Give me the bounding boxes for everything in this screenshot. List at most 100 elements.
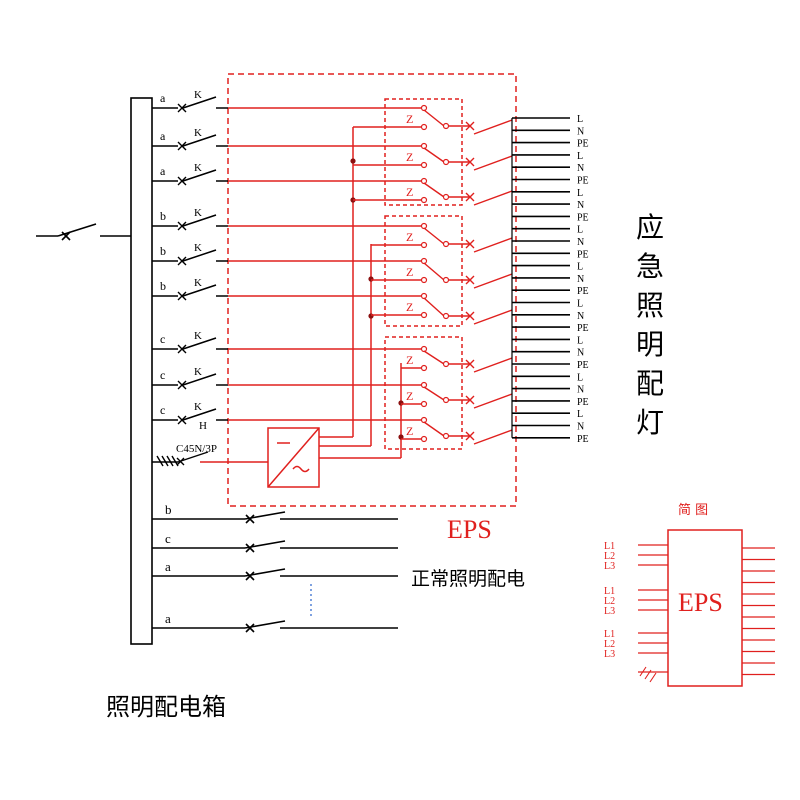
contact bbox=[420, 364, 428, 372]
switch-label: K bbox=[194, 242, 202, 254]
simple-diagram-title: 简 图 bbox=[678, 502, 708, 518]
phase-label: a bbox=[160, 129, 166, 143]
z-label: Z bbox=[406, 265, 413, 279]
out-cross bbox=[465, 311, 475, 321]
contact bbox=[420, 104, 428, 112]
blade bbox=[423, 386, 445, 401]
contact bbox=[420, 311, 428, 319]
simple-input-label: L3 bbox=[604, 561, 615, 572]
switch-label: K bbox=[194, 207, 202, 219]
svg-text:b: b bbox=[165, 502, 172, 517]
switch-label: K bbox=[194, 127, 202, 139]
output-label: L bbox=[577, 114, 583, 125]
branch-switch bbox=[182, 373, 217, 386]
branch-switch bbox=[182, 284, 217, 297]
contact bbox=[442, 276, 450, 284]
simple-eps-box bbox=[667, 529, 743, 687]
z-label: Z bbox=[406, 424, 413, 438]
simple-input-label: L2 bbox=[604, 596, 615, 607]
phase-label: c bbox=[160, 368, 165, 382]
emergency-branch bbox=[152, 284, 390, 301]
branch-cross bbox=[177, 291, 187, 301]
output-label: PE bbox=[577, 249, 589, 260]
branch-switch bbox=[182, 134, 217, 147]
svg-text:a: a bbox=[165, 559, 171, 574]
transfer-switch bbox=[371, 292, 513, 325]
switch-label: K bbox=[194, 162, 202, 174]
switch-label: K bbox=[194, 330, 202, 342]
transfer-switch bbox=[353, 104, 513, 135]
eps-circuit-lines bbox=[200, 73, 517, 507]
phase-label: a bbox=[160, 164, 166, 178]
contact bbox=[442, 432, 450, 440]
blade bbox=[423, 227, 445, 245]
contact bbox=[420, 196, 428, 204]
simple-input-label: L2 bbox=[604, 551, 615, 562]
z-label: Z bbox=[406, 185, 413, 199]
svg-text:a: a bbox=[165, 611, 171, 626]
phase-label: c bbox=[160, 403, 165, 417]
output-label: L bbox=[577, 188, 583, 199]
out-switch bbox=[473, 309, 513, 325]
out-cross bbox=[465, 359, 475, 369]
simple-input-label: L1 bbox=[604, 629, 615, 640]
contact bbox=[442, 360, 450, 368]
out-switch bbox=[473, 393, 513, 409]
phase-label: b bbox=[160, 209, 166, 223]
output-label: N bbox=[577, 274, 584, 285]
out-cross bbox=[465, 239, 475, 249]
blade bbox=[423, 262, 445, 281]
branch-switch bbox=[182, 337, 217, 350]
branch-cross bbox=[177, 380, 187, 390]
svg-text:配: 配 bbox=[636, 367, 664, 400]
h-label: H bbox=[199, 420, 207, 432]
output-label: N bbox=[577, 200, 584, 211]
output-label: PE bbox=[577, 323, 589, 334]
svg-text:c: c bbox=[165, 531, 171, 546]
z-label: Z bbox=[406, 230, 413, 244]
branch-switch bbox=[182, 214, 217, 227]
breaker-label: C45N/3P bbox=[176, 443, 217, 455]
emergency-branch bbox=[152, 169, 390, 186]
output-label: PE bbox=[577, 397, 589, 408]
contact bbox=[442, 312, 450, 320]
phase-label: a bbox=[160, 91, 166, 105]
output-label: L bbox=[577, 225, 583, 236]
contact bbox=[420, 161, 428, 169]
blade bbox=[423, 147, 445, 163]
switch-label: K bbox=[194, 89, 202, 101]
switch-label: K bbox=[194, 366, 202, 378]
blade bbox=[423, 421, 445, 437]
contact bbox=[420, 345, 428, 353]
emergency-lighting-title: 应 急 照 明 配 灯 bbox=[636, 211, 664, 439]
z-label: Z bbox=[406, 112, 413, 126]
branch-switch bbox=[182, 96, 217, 109]
out-switch bbox=[473, 357, 513, 373]
simple-input-label: L2 bbox=[604, 639, 615, 650]
emergency-branch bbox=[152, 373, 390, 390]
transfer-switch bbox=[390, 345, 513, 373]
output-label: L bbox=[577, 335, 583, 346]
branch-cross bbox=[177, 141, 187, 151]
output-label: N bbox=[577, 237, 584, 248]
z-label: Z bbox=[406, 300, 413, 314]
emergency-branch bbox=[152, 249, 390, 266]
branch-cross bbox=[177, 344, 187, 354]
transfer-switch bbox=[353, 142, 513, 171]
phase-label: c bbox=[160, 332, 165, 346]
out-cross bbox=[465, 157, 475, 167]
simple-input-label: L3 bbox=[604, 649, 615, 660]
output-label: N bbox=[577, 126, 584, 137]
contact bbox=[442, 158, 450, 166]
phase-label: b bbox=[160, 244, 166, 258]
emergency-branches bbox=[152, 96, 390, 425]
branch-cross bbox=[177, 103, 187, 113]
emergency-branch bbox=[152, 96, 390, 113]
distribution-box-label: 照明配电箱 bbox=[106, 693, 226, 721]
contact bbox=[420, 222, 428, 230]
svg-text:明: 明 bbox=[636, 328, 664, 361]
svg-text:急: 急 bbox=[636, 250, 664, 283]
